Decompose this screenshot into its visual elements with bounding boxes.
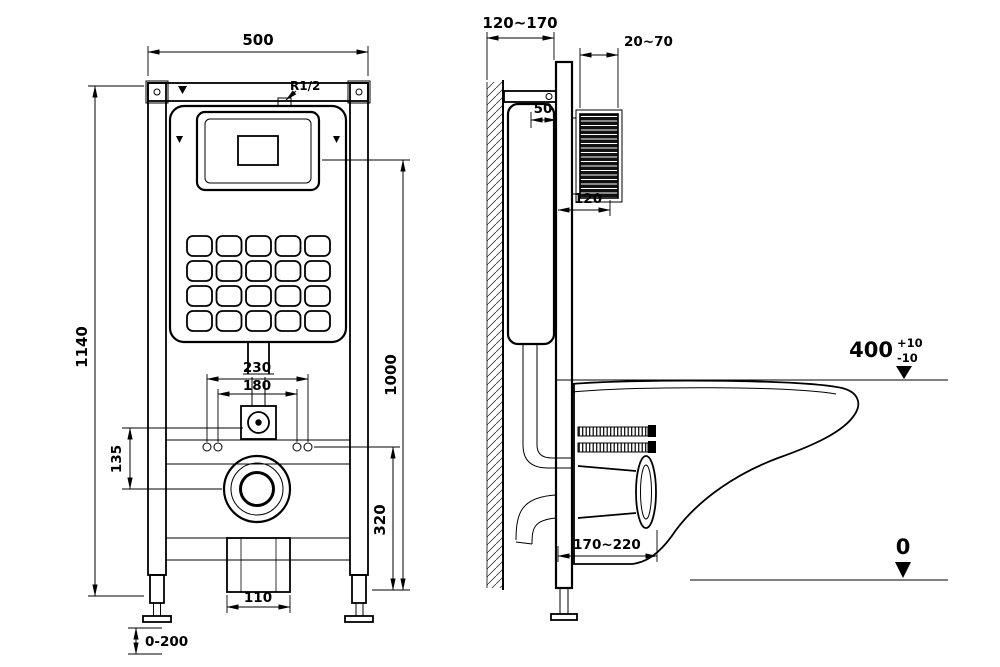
flush-plate-side bbox=[572, 109, 623, 203]
flush-plate bbox=[195, 110, 321, 192]
tank-mark-right bbox=[333, 136, 340, 143]
dim-bowl-height-label: 400 bbox=[849, 338, 893, 362]
dim-outlet-width-label: 110 bbox=[244, 590, 272, 606]
dim-tol-minus-label: -10 bbox=[897, 351, 918, 365]
dim-tol-plus-label: +10 bbox=[897, 336, 923, 350]
toilet-bowl bbox=[556, 379, 948, 565]
dim-outlet-height-label: 320 bbox=[371, 504, 389, 535]
dim-foot-range-label: 0-200 bbox=[145, 634, 188, 650]
dim-bolt-inner-label: 180 bbox=[243, 378, 271, 394]
tank-mark-left bbox=[176, 136, 183, 143]
dim-offset50-label: 50 bbox=[534, 101, 553, 117]
flush-pipe bbox=[240, 342, 277, 440]
dim-floor-label: 0 bbox=[896, 535, 911, 559]
dim-outlet-depth-label: 170~220 bbox=[573, 537, 641, 553]
adjustable-feet bbox=[142, 574, 374, 623]
dim-water-thread-label: R1/2 bbox=[290, 79, 320, 93]
inlet-arrow-icon bbox=[178, 86, 187, 94]
wall-section bbox=[486, 80, 504, 590]
anchor-bolts bbox=[202, 442, 313, 452]
dim-plate-depth-label: 20~70 bbox=[624, 34, 673, 50]
dim-height-label: 1140 bbox=[73, 326, 91, 368]
drain-elbow bbox=[515, 494, 557, 545]
dim-plate120-label: 120 bbox=[574, 191, 602, 207]
fixing-rods bbox=[577, 425, 656, 453]
dim-width-label: 500 bbox=[242, 31, 273, 49]
dim-inner-height-label: 1000 bbox=[382, 354, 400, 396]
dim-offset-label: 135 bbox=[109, 445, 125, 473]
dim-bolt-outer-label: 230 bbox=[243, 360, 271, 376]
tank-grid bbox=[186, 235, 331, 332]
cistern-side bbox=[506, 102, 572, 469]
dim-frame-depth-label: 120~170 bbox=[482, 14, 557, 32]
mounting-frame bbox=[145, 80, 371, 576]
water-inlet-fitting bbox=[277, 97, 292, 107]
drain-socket bbox=[222, 454, 292, 524]
flush-button bbox=[237, 135, 279, 166]
front-view: 500 1140 1000 230 180 135 bbox=[73, 31, 410, 655]
level-arrow-400-icon bbox=[896, 366, 912, 379]
front-dimensions: 500 1140 1000 230 180 135 bbox=[73, 31, 410, 655]
side-dimensions: 120~170 20~70 50 120 400 +10 -10 170~220 bbox=[482, 14, 948, 581]
outlet-connector bbox=[577, 455, 657, 529]
cistern-tank bbox=[168, 104, 348, 344]
frame-rail-side bbox=[550, 60, 578, 621]
outlet-support-box bbox=[226, 537, 291, 593]
side-view: 120~170 20~70 50 120 400 +10 -10 170~220 bbox=[482, 14, 948, 621]
level-arrow-floor-icon bbox=[895, 562, 911, 578]
